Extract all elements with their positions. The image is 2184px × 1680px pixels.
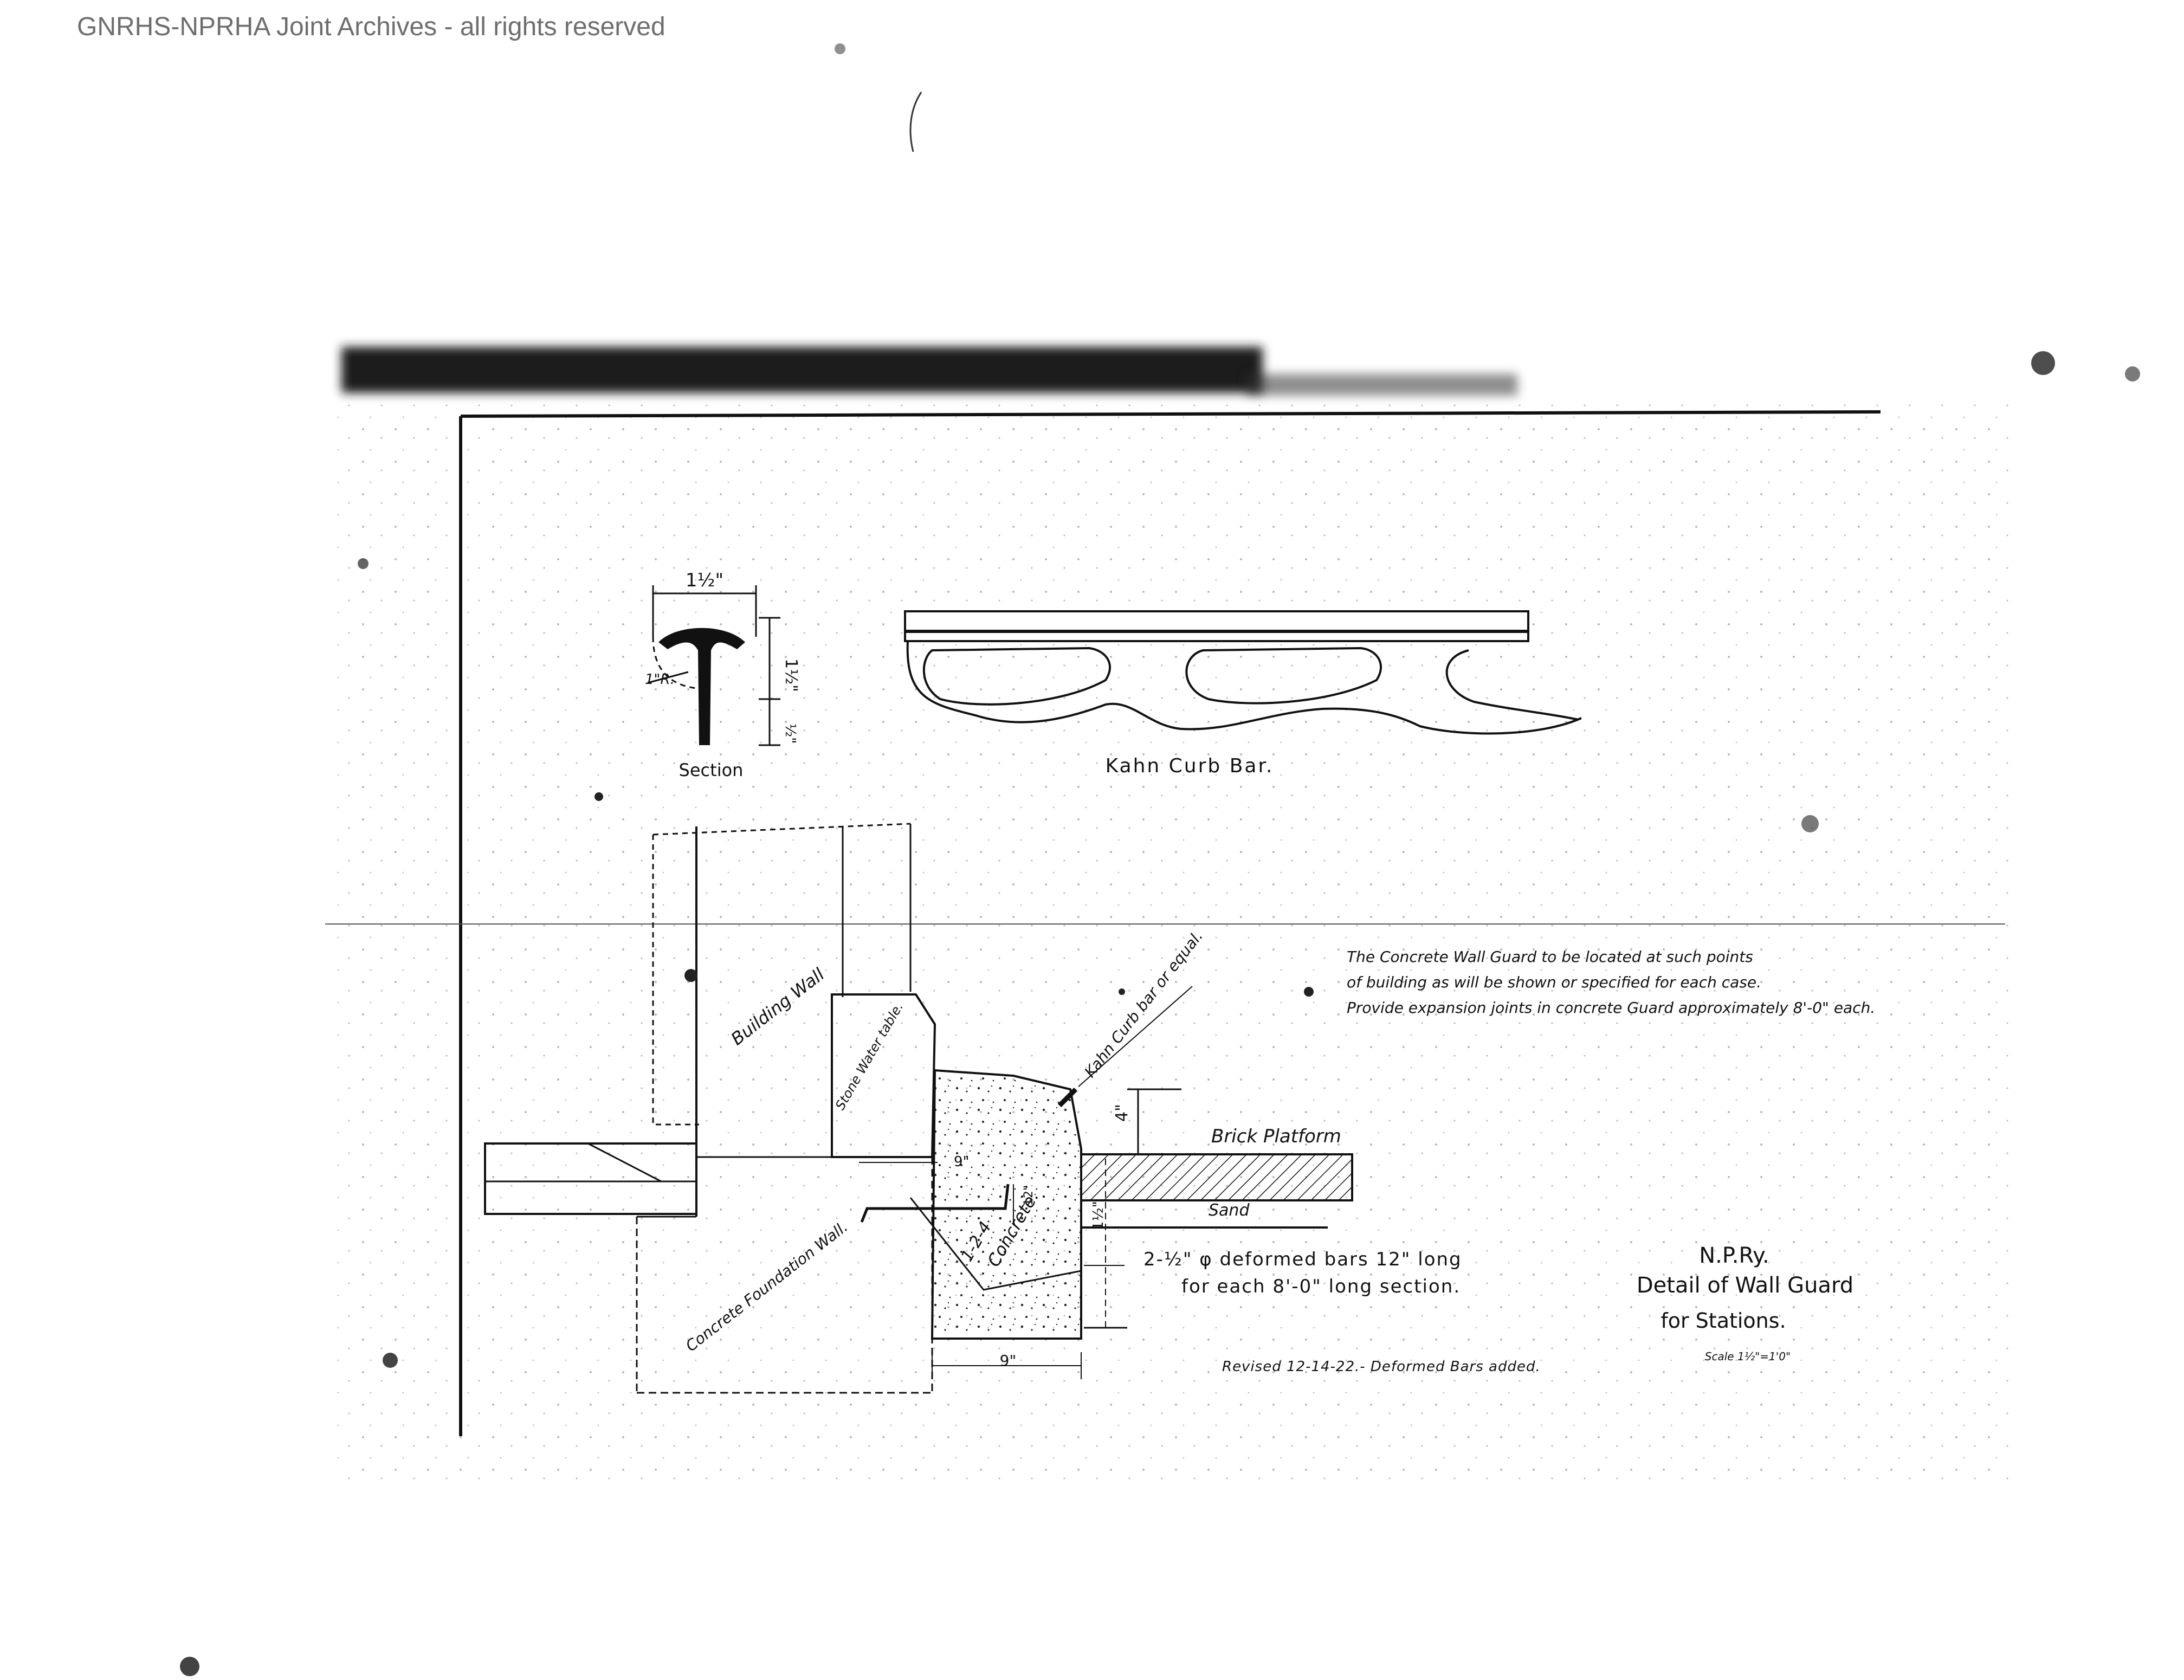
note-line-2: of building as will be shown or specifie… bbox=[1347, 973, 1761, 991]
section-stem-dim: ½" bbox=[782, 723, 798, 744]
paper-noise bbox=[336, 401, 2016, 1485]
dim-small: 12" bbox=[1022, 1185, 1036, 1206]
title-line-2: for Stations. bbox=[1660, 1309, 1786, 1333]
kahn-bar-caption: Kahn Curb Bar. bbox=[1106, 755, 1274, 777]
floor-joists bbox=[484, 1142, 697, 1215]
section-radius-label: 1"R. bbox=[645, 671, 675, 688]
label-sand: Sand bbox=[1209, 1201, 1250, 1220]
kahn-curb-bar: Kahn Curb Bar. bbox=[904, 610, 1582, 777]
deformed-bar bbox=[860, 1184, 1010, 1223]
note-line-1: The Concrete Wall Guard to be located at… bbox=[1347, 948, 1753, 966]
dim-side: 1½" bbox=[1090, 1201, 1107, 1230]
kahn-bar-cap bbox=[1057, 1087, 1078, 1108]
section-detail: 1½" 1½" ½" 1"R. Section bbox=[645, 570, 800, 780]
section-width-dim: 1½" bbox=[686, 570, 723, 591]
bars-note-line1: 2-½" φ deformed bars 12" long bbox=[1143, 1249, 1462, 1270]
archive-watermark: GNRHS-NPRHA Joint Archives - all rights … bbox=[77, 12, 665, 41]
sheet-border bbox=[459, 410, 1881, 1436]
t-section-shape bbox=[658, 628, 745, 745]
stone-water-table bbox=[831, 993, 936, 1158]
note-line-3: Provide expansion joints in concrete Gua… bbox=[1347, 999, 1875, 1017]
title-scale: Scale 1½"=1'0" bbox=[1705, 1350, 1791, 1363]
title-railway: N.P.Ry. bbox=[1699, 1243, 1769, 1268]
revision-note: Revised 12-14-22.- Deformed Bars added. bbox=[1222, 1359, 1541, 1375]
dim-guard-height: 4" bbox=[1113, 1104, 1132, 1122]
dim-nine-top: 9" bbox=[954, 1154, 970, 1170]
title-block: N.P.Ry. Detail of Wall Guard for Station… bbox=[1637, 1243, 1853, 1363]
title-line-1: Detail of Wall Guard bbox=[1637, 1273, 1853, 1298]
dim-nine-bottom: 9" bbox=[1000, 1352, 1017, 1369]
brick-platform bbox=[1080, 1153, 1353, 1201]
stray-stroke bbox=[909, 92, 922, 152]
label-brick-platform: Brick Platform bbox=[1211, 1126, 1341, 1147]
top-smudge bbox=[341, 347, 1517, 396]
concrete-keyline bbox=[909, 1197, 1082, 1291]
section-height-dim: 1½" bbox=[781, 658, 800, 692]
general-notes: The Concrete Wall Guard to be located at… bbox=[1347, 948, 1875, 1017]
dirt-marks bbox=[180, 43, 2140, 1676]
bars-note-line2: for each 8'-0" long section. bbox=[1181, 1276, 1461, 1297]
section-caption: Section bbox=[679, 760, 744, 780]
